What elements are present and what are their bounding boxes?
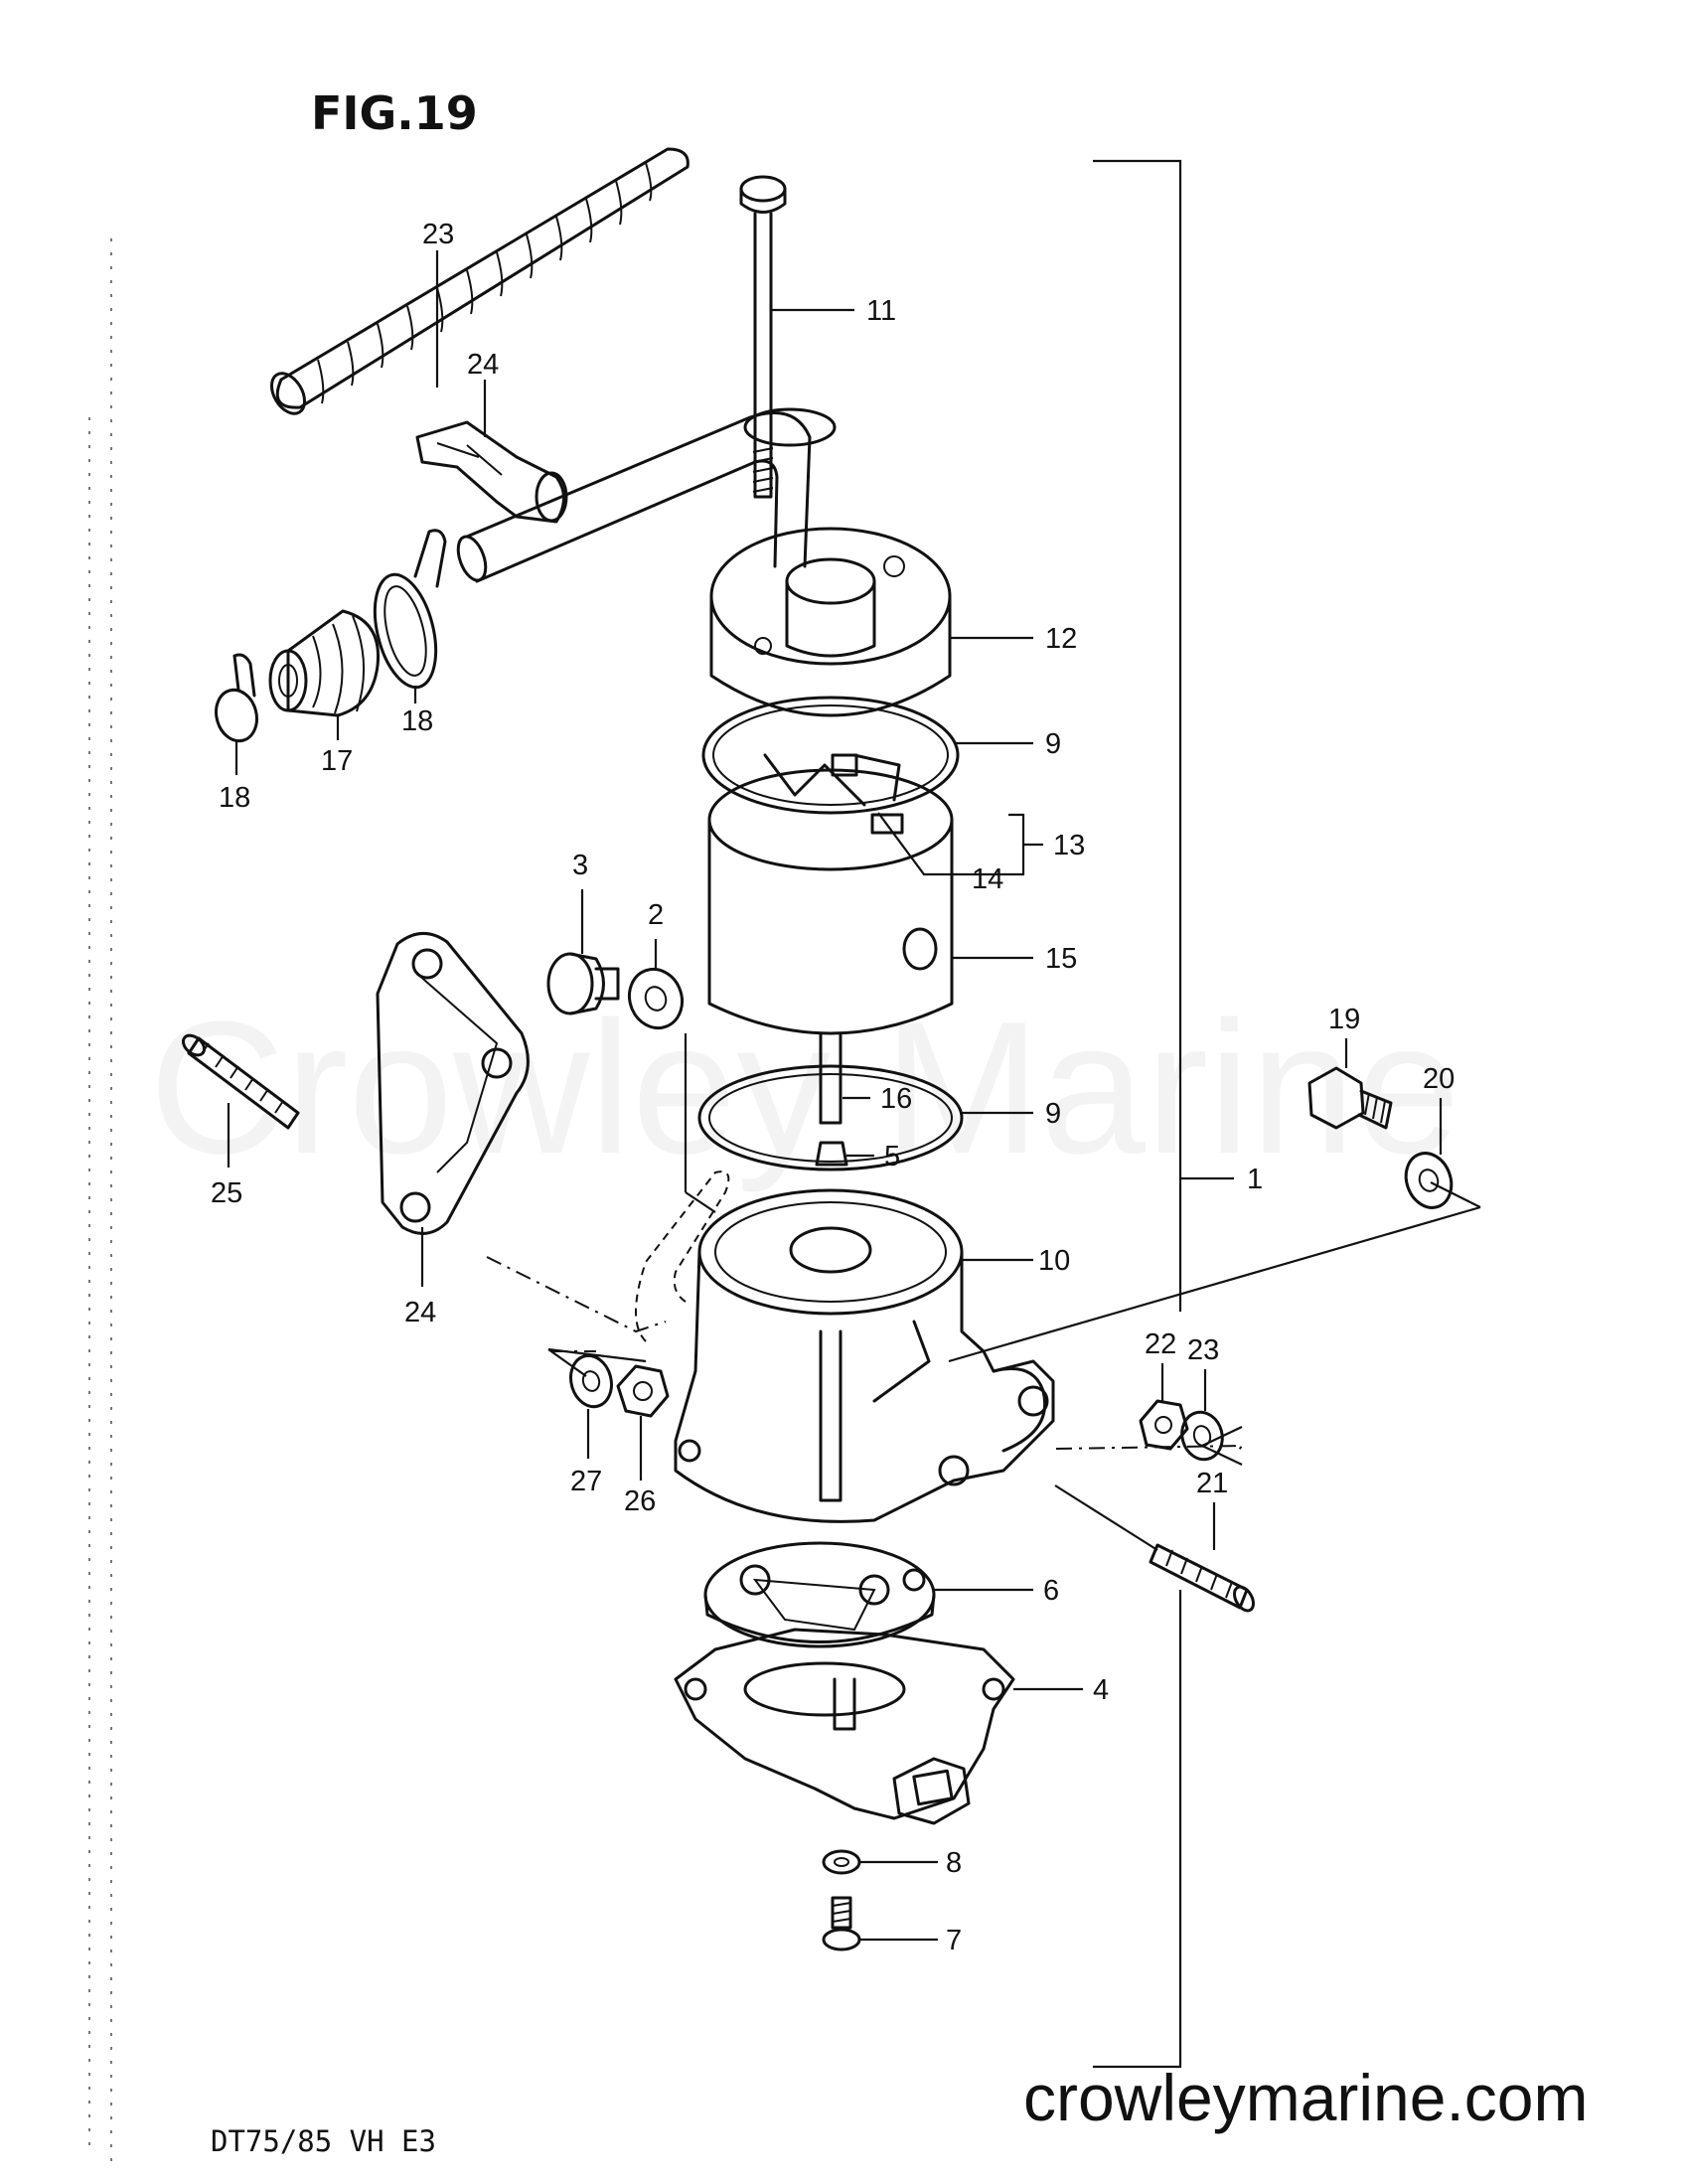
callout-numbers: 23 24 11 12 9 13 14 15 16 9 5 1 10 6 4 8…: [211, 219, 1455, 1956]
leader-lines: [227, 250, 1443, 1942]
part-13-14-brush-assembly: [763, 753, 904, 835]
callout-23: 23: [422, 219, 454, 250]
part-24-hose-connector: [415, 420, 568, 524]
callout-14: 14: [972, 863, 1003, 895]
callout-25: 25: [211, 1177, 242, 1209]
part-6-valve-plate: [703, 1541, 936, 1648]
callout-23-right: 23: [1187, 1334, 1219, 1366]
fuel-hose: [456, 407, 837, 583]
callout-24: 24: [467, 349, 499, 381]
callout-24-lower: 24: [404, 1297, 436, 1328]
part-26-nut: [616, 1364, 670, 1418]
watermark-text: Crowley Marine: [149, 983, 1460, 1193]
part-8-washer: [822, 1849, 861, 1875]
callout-18-upper: 18: [401, 705, 433, 737]
part-16-armature-shaft: [819, 1031, 843, 1125]
callout-18-lower: 18: [219, 782, 250, 814]
callout-2: 2: [648, 899, 664, 931]
part-4-pump-base: [674, 1628, 1015, 1825]
callout-9-upper: 9: [1045, 728, 1061, 760]
part-23-spiral-wrap: [269, 147, 690, 415]
part-17-rubber-boot: [268, 609, 381, 717]
callout-7: 7: [946, 1925, 962, 1956]
callout-19: 19: [1328, 1004, 1360, 1035]
callout-9-lower: 9: [1045, 1098, 1061, 1130]
part-9-o-ring-upper: [701, 696, 960, 815]
callout-8: 8: [946, 1847, 962, 1879]
part-12-top-cap: [709, 527, 952, 717]
callout-13: 13: [1053, 830, 1085, 861]
callout-4: 4: [1093, 1674, 1109, 1706]
callout-20: 20: [1423, 1063, 1455, 1095]
callout-6: 6: [1043, 1575, 1059, 1607]
part-18-hose-clamp-upper: [373, 529, 447, 690]
part-19-bolt: [1307, 1066, 1393, 1130]
part-22-nut: [1139, 1399, 1189, 1451]
part-9-o-ring-lower: [697, 1064, 964, 1171]
part-21-stud: [1149, 1543, 1255, 1613]
part-25-stud: [181, 1033, 300, 1130]
part-2-gasket: [628, 967, 684, 1030]
callout-11: 11: [866, 295, 896, 327]
assembly-bracket: [1093, 159, 1234, 2069]
guide-lines: [486, 1033, 1481, 1551]
figure-title: FIG.19: [311, 86, 478, 140]
model-code: DT75/85 VH E3: [211, 2124, 436, 2158]
callout-27: 27: [570, 1466, 602, 1497]
callout-16: 16: [880, 1083, 912, 1115]
part-20-washer: [1404, 1152, 1454, 1209]
callout-5: 5: [884, 1141, 900, 1172]
part-24-mounting-spacer: [376, 932, 530, 1235]
part-15-motor-housing: [707, 768, 954, 1035]
callout-3: 3: [572, 850, 588, 881]
part-3-plug: [546, 952, 620, 1015]
part-11-long-screw: [739, 175, 787, 499]
part-27-washer: [569, 1353, 613, 1409]
callout-15: 15: [1045, 943, 1077, 975]
callout-21: 21: [1196, 1468, 1228, 1499]
callout-12: 12: [1045, 623, 1077, 655]
callout-22: 22: [1145, 1328, 1176, 1360]
part-18-hose-clamp-lower: [215, 653, 258, 743]
callout-26: 26: [624, 1485, 656, 1517]
website-url: crowleymarine.com: [1023, 2061, 1588, 2134]
callout-17: 17: [321, 745, 353, 777]
part-10-pump-body: [674, 1188, 1055, 1523]
scan-edge-noise: [88, 238, 112, 2166]
part-7-screw: [822, 1896, 861, 1951]
part-5-coupling: [815, 1141, 848, 1167]
callout-10: 10: [1038, 1245, 1070, 1277]
callout-1: 1: [1247, 1164, 1263, 1195]
